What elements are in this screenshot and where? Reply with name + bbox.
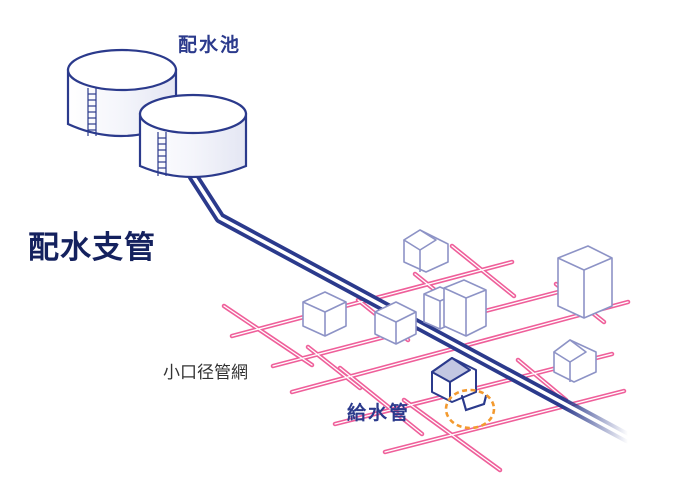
building-box: [302, 291, 347, 337]
reservoir-tank: [138, 93, 248, 179]
distribution-branch-pipe: [187, 170, 634, 444]
tall-building: [557, 245, 613, 319]
buildings: [302, 229, 613, 403]
distribution-branch-label: 配水支管: [28, 230, 156, 266]
tall-building: [443, 279, 487, 337]
reservoir-label: 配水池: [178, 34, 242, 56]
service-pipe-label: 給水管: [347, 402, 411, 424]
service-pipe: [460, 394, 488, 412]
house: [403, 229, 449, 273]
tank-ladder: [87, 88, 97, 136]
tank-ladder: [157, 132, 167, 176]
small-diameter-network-label: 小口径管網: [163, 363, 248, 383]
service-pipe-highlight: [444, 388, 496, 430]
customer-house: [431, 357, 477, 403]
building-box: [374, 301, 417, 345]
house: [553, 339, 597, 383]
